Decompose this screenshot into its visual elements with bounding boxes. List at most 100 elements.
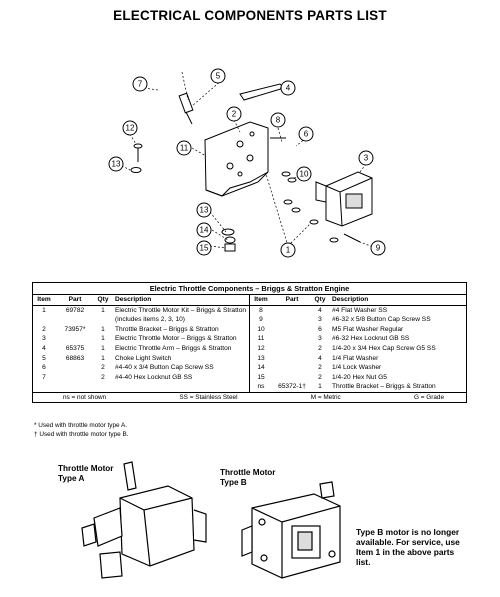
table-cell-part: [272, 373, 312, 383]
svg-text:2: 2: [232, 110, 237, 119]
svg-text:11: 11: [180, 144, 189, 153]
callout-12: 12: [122, 120, 138, 136]
table-cell-item: 1: [42, 306, 46, 314]
table-cell-qty: 2: [318, 344, 322, 352]
table-cell-part: [272, 306, 312, 316]
table-cell-item: 12: [257, 344, 265, 352]
table-cell-item: 7: [42, 373, 46, 381]
table-cell-item: 9: [259, 316, 263, 324]
table-cell-desc: Throttle Bracket – Briggs & Stratton: [115, 325, 219, 333]
table-cell-item: 14: [257, 364, 265, 372]
table-cell-part: [272, 334, 312, 344]
table-cell-qty: 1: [101, 325, 105, 333]
table-cell-qty: 6: [318, 325, 322, 333]
table-cell-desc: 1/4-20 x 3/4 Hex Cap Screw G5 SS: [332, 344, 436, 352]
svg-text:12: 12: [126, 124, 135, 133]
table-cell-desc: 1/4-20 Hex Nut G5: [332, 373, 387, 381]
table-row: 6 2 #4-40 x 3/4 Button Cap Screw SS: [33, 363, 249, 373]
callout-5: 5: [210, 68, 226, 84]
callout-14: 14: [196, 222, 212, 238]
callout-6: 6: [298, 126, 314, 142]
throttle-bracket-drawing: [204, 121, 269, 197]
leader-lines: [117, 71, 377, 249]
callout-8: 8: [270, 112, 286, 128]
table-cell-part: [55, 373, 95, 383]
table-header: Item Part Qty Description: [33, 295, 249, 306]
svg-text:9: 9: [376, 244, 381, 253]
motor-a-label: Throttle Motor Type A: [58, 464, 114, 483]
callout-7: 7: [132, 76, 148, 92]
table-cell-item: 3: [42, 335, 46, 343]
table-cell-item: 11: [257, 335, 265, 343]
table-cell-item: 15: [257, 373, 265, 381]
throttle-arm-drawing: [239, 83, 285, 101]
table-cell-desc: Throttle Bracket – Briggs & Stratton: [332, 383, 436, 391]
table-cell-desc: #4-40 Hex Locknut GB SS: [115, 373, 193, 381]
table-cell-desc: Choke Light Switch: [115, 354, 172, 362]
table-row: 15 2 1/4-20 Hex Nut G5: [250, 373, 466, 383]
table-cell-qty: 1: [101, 306, 105, 314]
svg-text:14: 14: [200, 226, 209, 235]
table-cell-part: 68863: [65, 354, 85, 362]
table-cell-part: [272, 325, 312, 335]
motor-b-label: Throttle Motor Type B: [220, 468, 276, 487]
callout-11: 11: [176, 140, 192, 156]
table-caption: Electric Throttle Components – Briggs & …: [33, 283, 466, 295]
callout-1: 1: [280, 242, 296, 258]
table-cell-qty: 3: [318, 335, 322, 343]
exploded-parts-diagram: 1 2 3 4 5 6 7 8 9 10 11 12 13 13 14 15: [108, 68, 386, 258]
table-cell-item: 4: [42, 344, 46, 352]
table-cell-item: 2: [42, 325, 46, 333]
table-cell-part: [55, 334, 95, 344]
table-row: ns 65372-1† 1 Throttle Bracket – Briggs & S…: [250, 382, 466, 392]
table-row: 12 2 1/4-20 x 3/4 Hex Cap Screw G5 SS: [250, 344, 466, 354]
callout-2: 2: [226, 106, 242, 122]
table-cell-desc: 1/4 Flat Washer: [332, 354, 379, 362]
service-note: Type B motor is no longer available. For…: [356, 527, 460, 567]
svg-text:8: 8: [276, 116, 281, 125]
table-cell-desc: #4-40 x 3/4 Button Cap Screw SS: [115, 364, 214, 372]
table-cell-desc: #4 Flat Washer SS: [332, 306, 388, 314]
table-cell-qty: 4: [318, 306, 322, 314]
callout-10: 10: [296, 166, 312, 182]
svg-text:4: 4: [286, 84, 291, 93]
table-cell-qty: 2: [318, 364, 322, 372]
table-cell-qty: 4: [318, 354, 322, 362]
table-cell-qty: 1: [318, 383, 322, 391]
table-cell-desc: Electric Throttle Motor – Briggs & Strat…: [115, 335, 237, 343]
table-cell-desc: #6-32 Hex Locknut GB SS: [332, 335, 410, 343]
table-row: 13 4 1/4 Flat Washer: [250, 354, 466, 364]
callout-15: 15: [196, 240, 212, 256]
callout-9: 9: [370, 240, 386, 256]
table-row: 11 3 #6-32 Hex Locknut GB SS: [250, 334, 466, 344]
table-cell-item: 6: [42, 364, 46, 372]
callout-3: 3: [358, 150, 374, 166]
svg-text:13: 13: [112, 160, 121, 169]
table-cell-item: 13: [257, 354, 265, 362]
table-cell-desc: M5 Flat Washer Regular: [332, 325, 404, 333]
table-cell-part: [272, 344, 312, 354]
motor-a-drawing: [81, 461, 207, 579]
svg-text:13: 13: [200, 206, 209, 215]
svg-text:15: 15: [200, 244, 209, 253]
table-cell-qty: 2: [101, 364, 105, 372]
table-cell-part: 69782: [65, 306, 85, 314]
svg-text:3: 3: [364, 154, 369, 163]
motor-b-drawing: [241, 481, 341, 579]
svg-text:10: 10: [300, 170, 309, 179]
table-cell-qty: 1: [101, 354, 105, 362]
choke-switch-drawing: [178, 92, 194, 125]
table-cell-qty: 2: [318, 373, 322, 381]
table-cell-qty: 1: [101, 344, 105, 352]
table-cell-part: 65372-1†: [278, 383, 306, 391]
table-cell-desc: #6-32 x 5/8 Button Cap Screw SS: [332, 316, 431, 324]
table-cell-item: ns: [257, 383, 265, 391]
table-cell-part: [55, 363, 95, 373]
